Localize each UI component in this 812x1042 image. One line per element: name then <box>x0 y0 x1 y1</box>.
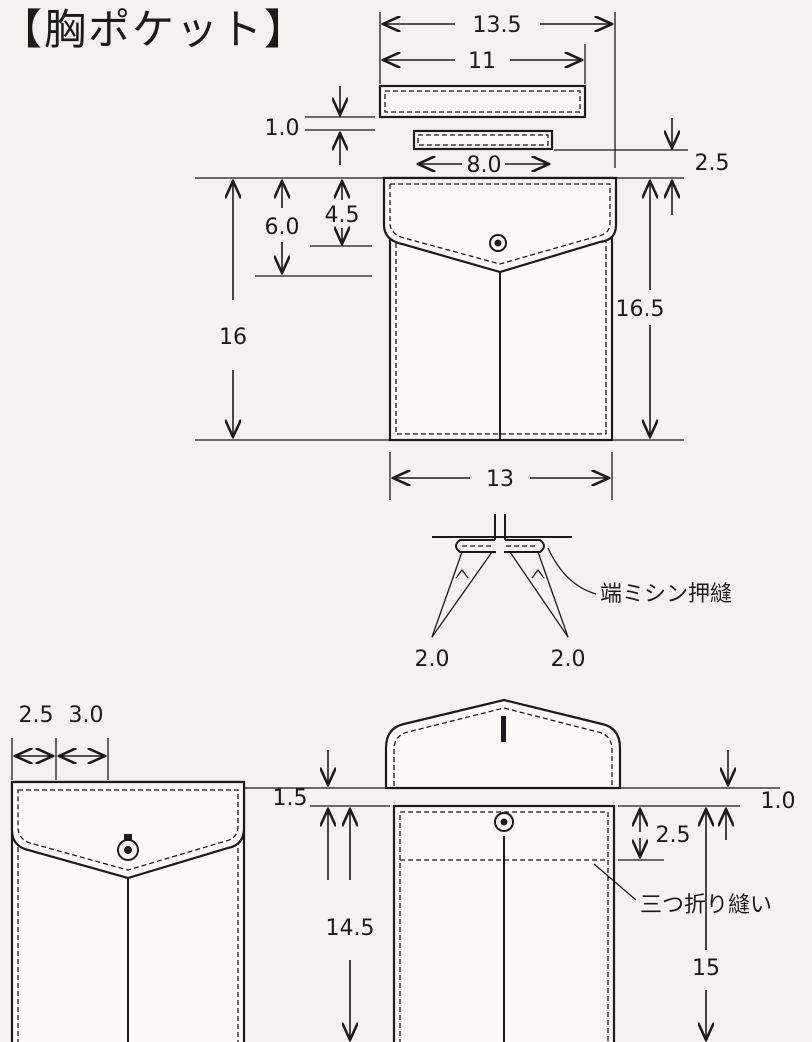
pocket-flap-stitch <box>389 183 611 265</box>
dim-label: 16 <box>219 325 247 350</box>
separate-flap <box>384 698 622 790</box>
triple-fold-label: 三つ折り縫い <box>640 893 772 918</box>
dim-label: 4.5 <box>325 203 360 228</box>
dim-label: 15 <box>692 956 720 981</box>
dim-label: 2.0 <box>415 647 450 672</box>
main-pocket-dimensions: 16 6.0 4.5 16.5 13 <box>195 177 684 500</box>
leader-line <box>547 547 597 595</box>
leader-line <box>537 551 569 638</box>
dim-label: 3.0 <box>69 703 104 728</box>
leader-line <box>593 863 637 901</box>
dim-label: 13 <box>486 467 514 492</box>
separate-flap-stitch <box>393 707 613 786</box>
bottom-left-pocket: 2.5 3.0 <box>10 703 246 1042</box>
button-icon-inner <box>494 239 502 247</box>
bottom-right-pocket: 1.5 1.0 14.5 2.5 15 三つ折り縫い <box>244 698 796 1042</box>
dim-label: 16.5 <box>616 297 665 322</box>
stitch-mark <box>531 568 545 579</box>
dim-label: 2.5 <box>695 151 730 176</box>
top-band-pieces <box>378 84 587 151</box>
dim-label: 8.0 <box>467 153 502 178</box>
dim-label: 13.5 <box>473 13 522 38</box>
pocket-flap <box>10 780 246 880</box>
page-title: 【胸ポケット】 <box>0 5 309 54</box>
dim-label: 11 <box>468 49 496 74</box>
button-icon-inner <box>500 818 508 826</box>
tab-piece-stitch <box>417 134 549 146</box>
main-pocket <box>382 176 618 442</box>
edge-stitch-label: 端ミシン押縫 <box>600 582 732 607</box>
dim-label: 14.5 <box>326 916 375 941</box>
leader-line <box>509 551 569 638</box>
band-piece-stitch <box>384 90 581 113</box>
leader-line <box>431 551 493 638</box>
button-icon-inner <box>124 846 132 854</box>
pleat-fold <box>504 539 545 553</box>
stitch-mark <box>455 568 469 579</box>
pocket-flap-stitch <box>17 789 239 871</box>
dim-label: 1.0 <box>761 789 796 814</box>
dim-label: 2.0 <box>551 647 586 672</box>
dim-label: 2.5 <box>656 823 691 848</box>
dim-label: 1.0 <box>265 116 300 141</box>
pleat-fold <box>455 539 496 553</box>
dim-label: 1.5 <box>273 786 308 811</box>
dim-label: 2.5 <box>19 703 54 728</box>
buttonhole-icon <box>501 716 506 742</box>
pleat-section: 端ミシン押縫 2.0 2.0 <box>415 514 732 672</box>
dim-label: 6.0 <box>265 215 300 240</box>
tab-piece <box>412 129 554 151</box>
button-loop-icon <box>124 834 132 840</box>
leader-line <box>431 551 463 638</box>
top-dimensions: 13.5 11 1.0 8.0 2.5 <box>265 12 730 178</box>
